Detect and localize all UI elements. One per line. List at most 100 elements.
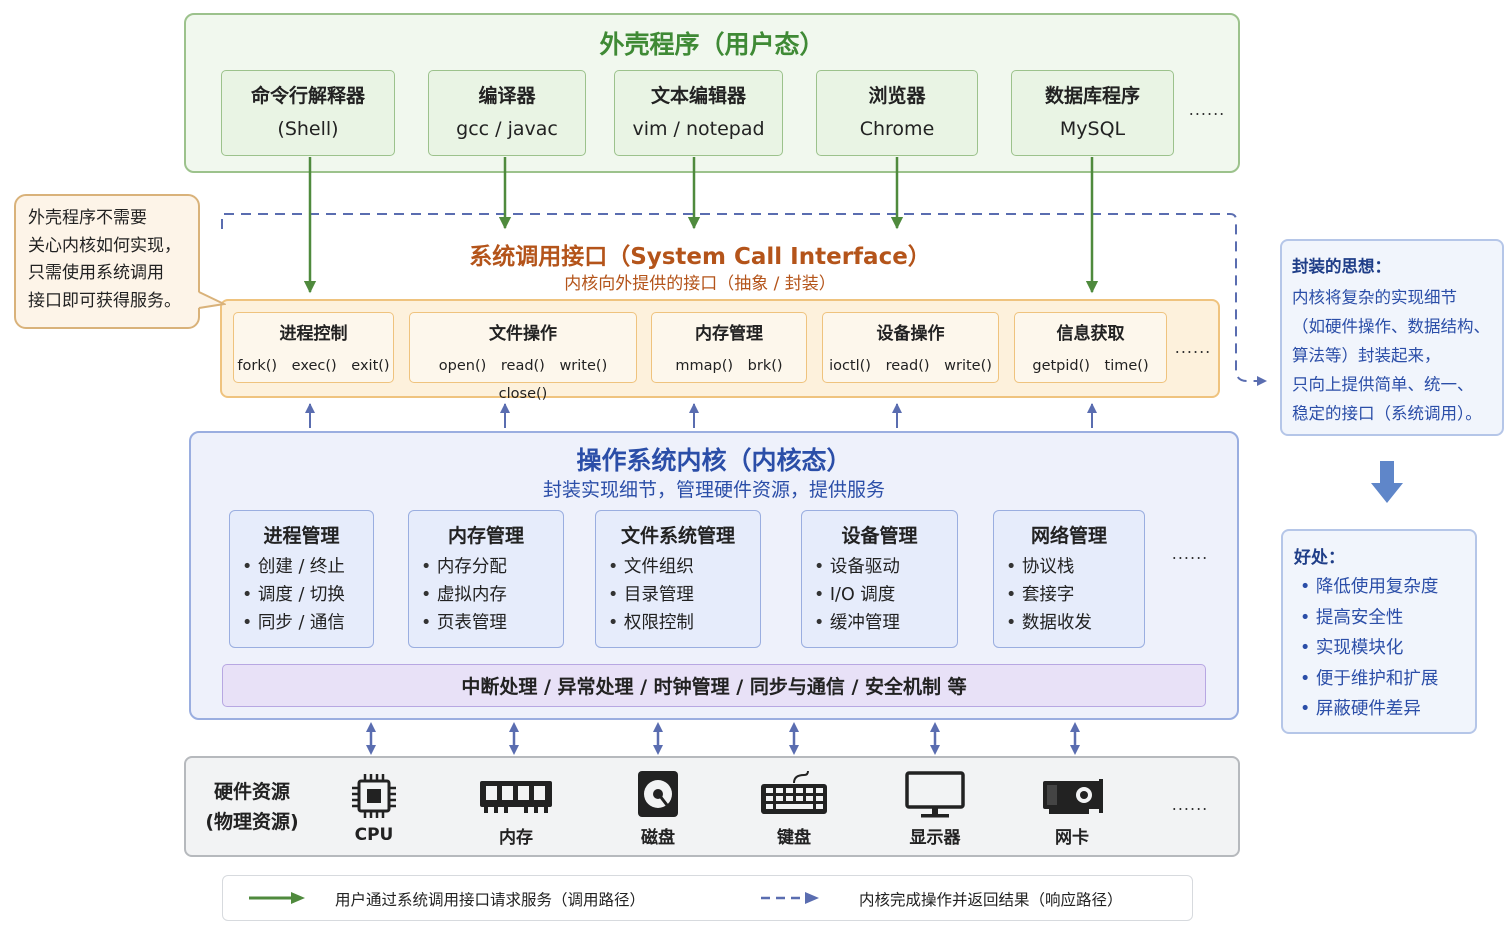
hardware-item-disk: 磁盘: [603, 764, 713, 852]
syscall-group-memory: 内存管理 mmap() brk(): [651, 312, 807, 383]
hardware-item-keyboard: 键盘: [739, 764, 849, 852]
cpu-chip-icon: [352, 774, 396, 818]
module-item: 目录管理: [608, 581, 760, 609]
kernel-subtitle: 封装实现细节，管理硬件资源，提供服务: [542, 478, 885, 501]
app-name: 命令行解释器: [250, 85, 365, 107]
module-item: 缓冲管理: [814, 609, 957, 637]
legend-return-path-arrow: [761, 892, 819, 904]
hardware-title-line: 硬件资源: [213, 781, 290, 803]
hardware-label: 内存: [499, 827, 533, 848]
module-item: 套接字: [1006, 581, 1144, 609]
module-item: 设备驱动: [814, 553, 957, 581]
module-name: 内存管理: [447, 525, 524, 547]
more-hardware-ellipsis: ......: [1171, 794, 1209, 814]
legend: 用户通过系统调用接口请求服务（调用路径） 内核完成操作并返回结果（响应路径）: [222, 875, 1193, 921]
app-sub: vim / notepad: [632, 118, 765, 140]
syscall-group-name: 进程控制: [279, 323, 348, 344]
idea-line: （如硬件操作、数据结构、: [1292, 317, 1490, 336]
kernel-module-device: 设备管理 设备驱动 I/O 调度 缓冲管理: [801, 510, 958, 648]
benefit-item: 屏蔽硬件差异: [1300, 694, 1475, 725]
syscall-group-name: 文件操作: [489, 323, 557, 344]
syscall-interface-subtitle: 内核向外提供的接口（抽象 / 封装）: [564, 273, 836, 294]
module-name: 进程管理: [263, 525, 340, 547]
module-item: 页表管理: [421, 609, 563, 637]
syscall-functions: fork() exec() exit(): [237, 357, 390, 374]
app-box-database: 数据库程序 MySQL: [1011, 70, 1174, 156]
app-box-compiler: 编译器 gcc / javac: [428, 70, 586, 156]
hardware-title: 硬件资源 (物理资源): [192, 776, 312, 838]
benefit-item: 提高安全性: [1300, 603, 1475, 634]
more-syscalls-ellipsis: ......: [1174, 337, 1212, 357]
kernel-title: 操作系统内核（内核态）: [576, 446, 852, 475]
hardware-label: 显示器: [909, 827, 961, 848]
hardware-item-monitor: 显示器: [880, 764, 990, 852]
app-box-browser: 浏览器 Chrome: [816, 70, 978, 156]
kernel-module-memory: 内存管理 内存分配 虚拟内存 页表管理: [408, 510, 564, 648]
hardware-label: 键盘: [777, 827, 811, 848]
idea-line: 稳定的接口（系统调用）。: [1292, 404, 1482, 423]
legend-call-path-arrow: [249, 892, 305, 904]
kernel-module-process: 进程管理 创建 / 终止 调度 / 切换 同步 / 通信: [229, 510, 374, 648]
hardware-label: 磁盘: [641, 827, 675, 848]
callout-pointer: [198, 291, 226, 309]
callout-note: 外壳程序不需要 关心内核如何实现， 只需使用系统调用 接口即可获得服务。: [14, 194, 200, 329]
benefit-item: 降低使用复杂度: [1300, 572, 1475, 603]
hardware-item-memory: 内存: [461, 764, 571, 852]
benefit-item: 实现模块化: [1300, 633, 1475, 664]
app-box-shell: 命令行解释器 (Shell): [221, 70, 395, 156]
callout-line: 关心内核如何实现，: [28, 235, 181, 256]
app-name: 编译器: [478, 85, 536, 107]
hardware-item-cpu: CPU: [319, 764, 429, 852]
hard-disk-icon: [638, 770, 678, 817]
syscall-interface-title: 系统调用接口（System Call Interface）: [469, 244, 931, 270]
idea-line: 只向上提供简单、统一、: [1292, 375, 1474, 394]
syscall-group-process: 进程控制 fork() exec() exit(): [233, 312, 394, 383]
syscall-group-info: 信息获取 getpid() time(): [1014, 312, 1167, 383]
more-modules-ellipsis: ......: [1171, 543, 1209, 563]
idea-title: 封装的思想：: [1292, 257, 1391, 276]
legend-call-path-label: 用户通过系统调用接口请求服务（调用路径）: [335, 891, 646, 909]
callout-line: 外壳程序不需要: [28, 208, 147, 228]
callout-line: 接口即可获得服务。: [28, 290, 181, 311]
module-name: 网络管理: [1030, 525, 1107, 547]
syscall-group-name: 设备操作: [876, 323, 945, 344]
syscall-group-name: 内存管理: [695, 323, 763, 344]
callout-line: 只需使用系统调用: [28, 263, 164, 283]
kernel-module-filesystem: 文件系统管理 文件组织 目录管理 权限控制: [595, 510, 761, 648]
down-arrow-icon: [1371, 461, 1403, 503]
module-name: 设备管理: [841, 525, 918, 547]
benefits-title: 好处：: [1294, 548, 1345, 568]
hardware-title-line: (物理资源): [205, 811, 299, 833]
app-sub: Chrome: [859, 118, 935, 140]
monitor-icon: [905, 770, 965, 817]
app-name: 文本编辑器: [650, 85, 746, 107]
app-box-editor: 文本编辑器 vim / notepad: [614, 70, 783, 156]
benefits-panel: 好处： 降低使用复杂度 提高安全性 实现模块化 便于维护和扩展 屏蔽硬件差异: [1281, 529, 1477, 734]
hardware-label: CPU: [354, 825, 394, 845]
syscall-functions: ioctl() read() write(): [829, 357, 992, 374]
module-item: 数据收发: [1006, 609, 1144, 637]
syscall-group-file: 文件操作 open() read() write() close(): [409, 312, 637, 402]
app-sub: (Shell): [277, 118, 339, 140]
app-name: 数据库程序: [1044, 85, 1140, 107]
benefit-item: 便于维护和扩展: [1300, 664, 1475, 695]
app-sub: MySQL: [1059, 118, 1126, 140]
legend-return-path-label: 内核完成操作并返回结果（响应路径）: [859, 891, 1123, 909]
module-item: 协议栈: [1006, 553, 1144, 581]
module-item: 虚拟内存: [421, 581, 563, 609]
module-item: 内存分配: [421, 553, 563, 581]
kernel-module-network: 网络管理 协议栈 套接字 数据收发: [993, 510, 1145, 648]
syscall-functions: getpid() time(): [1032, 357, 1149, 374]
module-item: 调度 / 切换: [242, 581, 373, 609]
user-space-title: 外壳程序（用户态）: [599, 30, 825, 59]
module-item: 同步 / 通信: [242, 609, 373, 637]
idea-line: 算法等）封装起来，: [1292, 346, 1441, 365]
app-name: 浏览器: [868, 85, 926, 107]
network-card-icon: [1043, 778, 1103, 814]
keyboard-icon: [761, 770, 827, 814]
syscall-functions: mmap() brk(): [675, 357, 783, 374]
encapsulation-idea-panel: 封装的思想： 内核将复杂的实现细节 （如硬件操作、数据结构、 算法等）封装起来，…: [1280, 239, 1504, 436]
module-item: 创建 / 终止: [242, 553, 373, 581]
syscall-group-name: 信息获取: [1056, 323, 1125, 344]
hardware-label: 网卡: [1055, 827, 1089, 848]
